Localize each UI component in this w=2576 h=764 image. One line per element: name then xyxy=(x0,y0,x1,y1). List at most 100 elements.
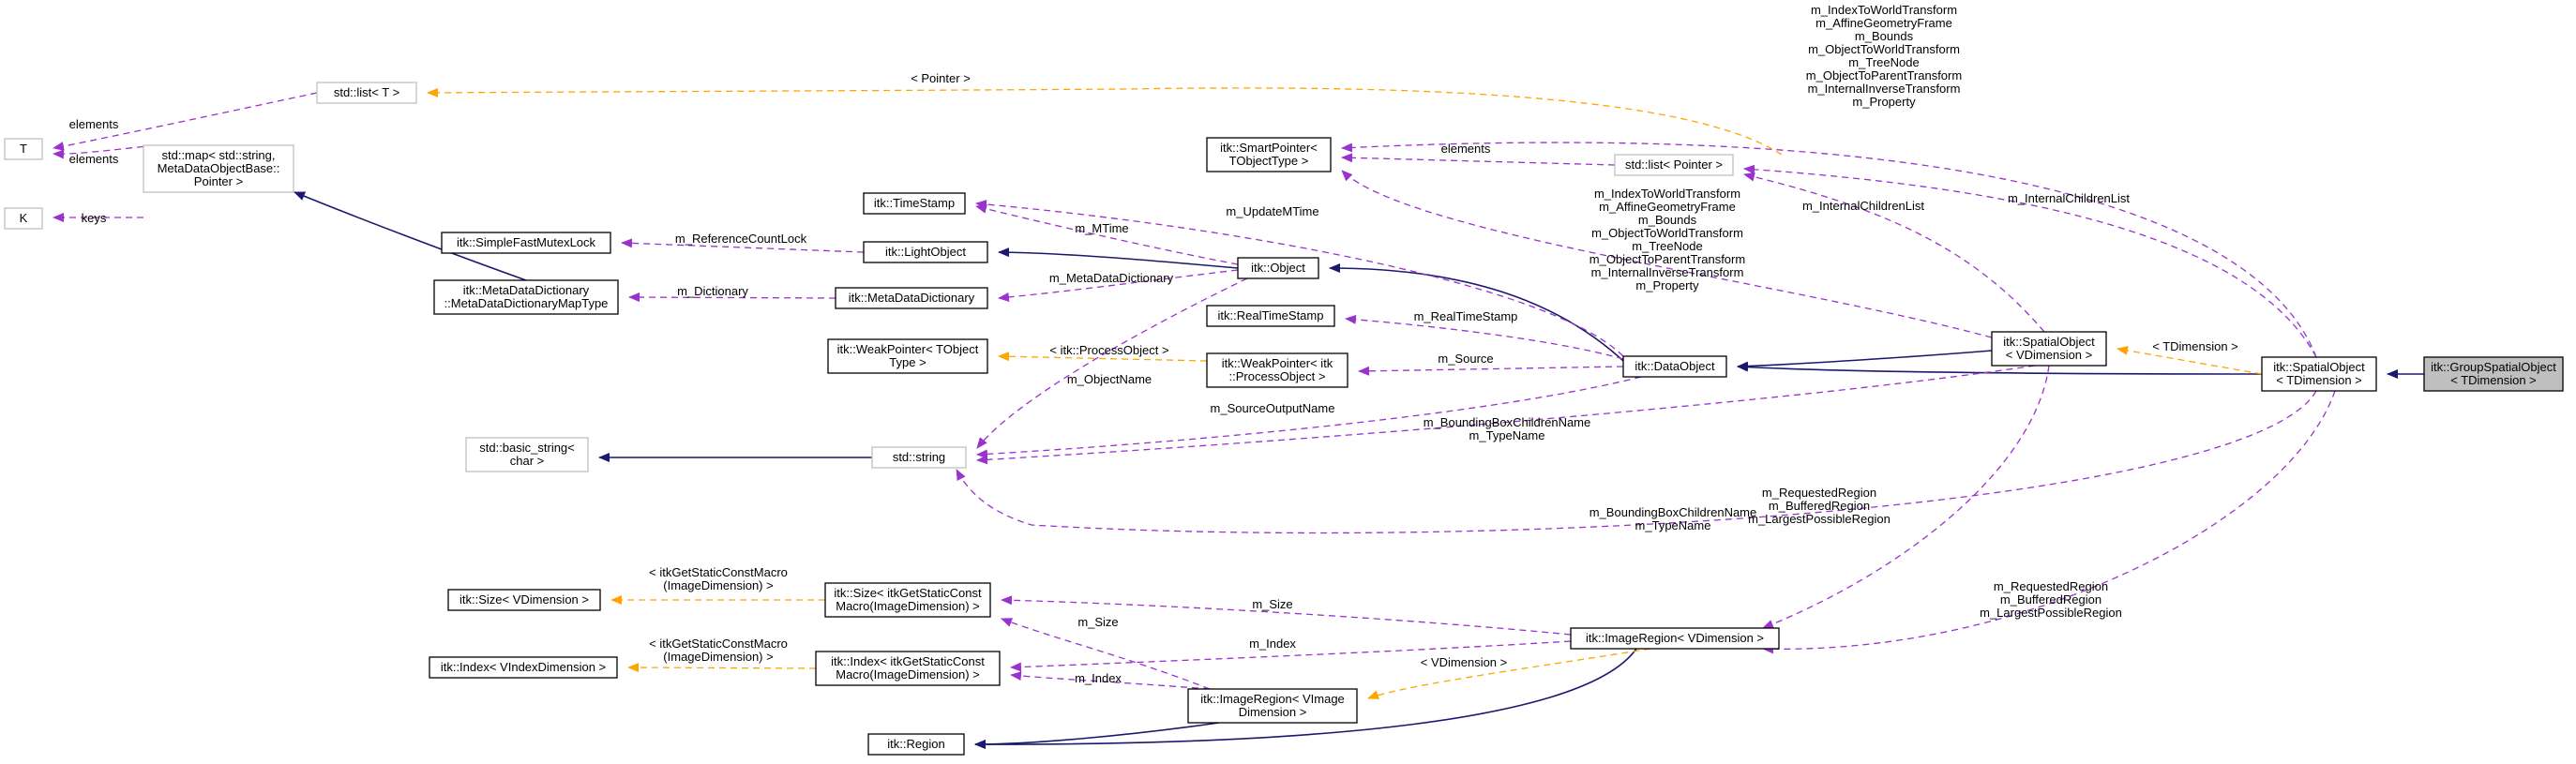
class-node-meta-data-dictionary[interactable]: itk::MetaDataDictionary xyxy=(835,287,988,309)
edge-label-elements-map: elements xyxy=(69,152,119,166)
class-node-std-map[interactable]: std::map< std::string,MetaDataObjectBase… xyxy=(143,144,294,193)
class-node-box xyxy=(143,144,294,193)
edge-label-bbox-lower: m_TypeName xyxy=(1635,518,1711,532)
edge-label-mid-members: m_TreeNode xyxy=(1632,239,1702,253)
usage-edge xyxy=(1358,366,1624,376)
class-node-label: < TDimension > xyxy=(2276,373,2362,387)
edge-label-size-macro-tmpl: < itkGetStaticConstMacro xyxy=(649,565,788,579)
usage-edge xyxy=(1743,164,2317,358)
usage-edge xyxy=(1010,640,1572,672)
usage-edge xyxy=(1762,390,2336,654)
class-node-label: Macro(ImageDimension) > xyxy=(836,599,980,613)
edge-label-index-macro-tmpl: < itkGetStaticConstMacro xyxy=(649,637,788,651)
class-node-label: ::MetaDataDictionaryMapType xyxy=(444,296,609,310)
class-node-label: std::list< T > xyxy=(334,85,399,99)
class-node-box xyxy=(1187,688,1358,724)
class-node-label: itk::ImageRegion< VDimension > xyxy=(1586,631,1764,645)
class-node-label: itk::WeakPointer< itk xyxy=(1222,356,1333,370)
class-node-box xyxy=(441,232,611,254)
class-node-label: std::map< std::string, xyxy=(161,148,275,162)
class-node-box xyxy=(867,733,965,756)
edge-label-mid-members: m_IndexToWorldTransform xyxy=(1594,187,1740,201)
class-node-label: std::basic_string< xyxy=(479,441,575,455)
edge-label-top-members: m_Property xyxy=(1852,95,1916,109)
class-node-label: itk::Object xyxy=(1251,261,1305,275)
class-node-label: itk::GroupSpatialObject xyxy=(2431,360,2556,374)
usage-edge xyxy=(1001,618,1211,690)
edge-label-top-members: m_ObjectToParentTransform xyxy=(1806,68,1962,82)
class-node-label: ::ProcessObject > xyxy=(1229,369,1326,383)
class-node-weak-pointer-process-object[interactable]: itk::WeakPointer< itk::ProcessObject > xyxy=(1206,352,1348,388)
class-node-size-v[interactable]: itk::Size< VDimension > xyxy=(447,589,601,611)
template-edge xyxy=(627,663,817,673)
edge-label-process-object: < itk::ProcessObject > xyxy=(1049,343,1168,357)
class-node-box xyxy=(835,287,988,309)
class-node-index-v[interactable]: itk::Index< VIndexDimension > xyxy=(429,656,618,679)
class-node-label: < TDimension > xyxy=(2450,373,2537,387)
edge-label-mid-members: m_Property xyxy=(1635,278,1699,292)
usage-edge xyxy=(975,199,1624,357)
usage-edge xyxy=(1001,595,1572,636)
class-node-box xyxy=(1991,331,2107,367)
class-node-label: < VDimension > xyxy=(2006,348,2093,362)
class-node-spatial-object-v[interactable]: itk::SpatialObject< VDimension > xyxy=(1991,331,2107,367)
class-node-time-stamp[interactable]: itk::TimeStamp xyxy=(863,192,966,215)
class-node-box xyxy=(2423,356,2564,392)
class-node-t[interactable]: T xyxy=(4,138,43,160)
class-node-data-object[interactable]: itk::DataObject xyxy=(1622,355,1727,378)
edge-label-tdimension: < TDimension > xyxy=(2152,339,2238,353)
edge-label-elements-t: elements xyxy=(69,117,119,131)
class-node-object[interactable]: itk::Object xyxy=(1237,257,1319,279)
edge-label-vdimension: < VDimension > xyxy=(1421,655,1508,669)
class-node-label: itk::SpatialObject xyxy=(2003,335,2095,349)
edge-label-mid-members: m_ObjectToWorldTransform xyxy=(1591,226,1743,240)
class-node-weak-pointer-t[interactable]: itk::WeakPointer< TObjectType > xyxy=(827,338,988,374)
class-node-simple-fast-mutex-lock[interactable]: itk::SimpleFastMutexLock xyxy=(441,232,611,254)
class-node-region[interactable]: itk::Region xyxy=(867,733,965,756)
class-node-box xyxy=(4,207,43,230)
class-node-box xyxy=(316,82,417,104)
class-node-label: itk::TimeStamp xyxy=(874,196,955,210)
class-node-spatial-object-t[interactable]: itk::SpatialObject< TDimension > xyxy=(2261,356,2377,392)
class-node-label: itk::SimpleFastMutexLock xyxy=(457,235,596,249)
usage-edge xyxy=(975,203,1239,265)
edge-label-m-reference-count-lock: m_ReferenceCountLock xyxy=(675,232,807,246)
class-node-index-macro[interactable]: itk::Index< itkGetStaticConstMacro(Image… xyxy=(815,651,1001,686)
class-node-std-list-pointer[interactable]: std::list< Pointer > xyxy=(1614,154,1734,176)
class-node-k[interactable]: K xyxy=(4,207,43,230)
edge-label-m-real-time-stamp: m_RealTimeStamp xyxy=(1414,309,1518,323)
class-node-smart-pointer[interactable]: itk::SmartPointer<TObjectType > xyxy=(1206,137,1332,172)
edge-label-regions-v: m_BufferedRegion xyxy=(1769,499,1870,513)
edge-label-size-macro-tmpl: (ImageDimension) > xyxy=(663,578,773,592)
edge-label-m-object-name: m_ObjectName xyxy=(1067,372,1152,386)
class-node-box xyxy=(824,582,991,618)
edge-label-regions-t: m_RequestedRegion xyxy=(1994,579,2108,593)
class-node-size-macro[interactable]: itk::Size< itkGetStaticConstMacro(ImageD… xyxy=(824,582,991,618)
class-node-box xyxy=(433,279,619,315)
usage-edge xyxy=(998,269,1239,302)
class-node-std-list-t[interactable]: std::list< T > xyxy=(316,82,417,104)
class-node-light-object[interactable]: itk::LightObject xyxy=(863,241,988,263)
edge-label-m-mtime: m_MTime xyxy=(1075,221,1128,235)
class-node-box xyxy=(863,241,988,263)
class-node-meta-data-dictionary-map-type[interactable]: itk::MetaDataDictionary::MetaDataDiction… xyxy=(433,279,619,315)
usage-edge xyxy=(1010,671,1211,690)
usage-edge xyxy=(1743,172,2045,333)
edge-label-internal-children-t: m_InternalChildrenList xyxy=(2008,191,2130,205)
usage-edge xyxy=(976,376,1642,459)
edge-label-top-members: m_InternalInverseTransform xyxy=(1808,82,1961,96)
inheritance-edge xyxy=(1737,350,1993,371)
class-node-box xyxy=(1206,137,1332,172)
class-node-basic-string[interactable]: std::basic_string<char > xyxy=(465,437,589,472)
class-node-box xyxy=(1237,257,1319,279)
class-node-label: T xyxy=(20,142,27,156)
class-node-image-region-v[interactable]: itk::ImageRegion< VDimension > xyxy=(1570,627,1780,650)
class-node-std-string[interactable]: std::string xyxy=(871,446,967,469)
class-node-label: itk::ImageRegion< VImage xyxy=(1200,692,1345,706)
class-node-real-time-stamp[interactable]: itk::RealTimeStamp xyxy=(1206,305,1335,327)
edge-label-mid-members: m_ObjectToParentTransform xyxy=(1589,252,1745,266)
class-node-box xyxy=(827,338,988,374)
edge-label-top-members: m_TreeNode xyxy=(1848,55,1919,69)
class-node-box xyxy=(1206,352,1348,388)
